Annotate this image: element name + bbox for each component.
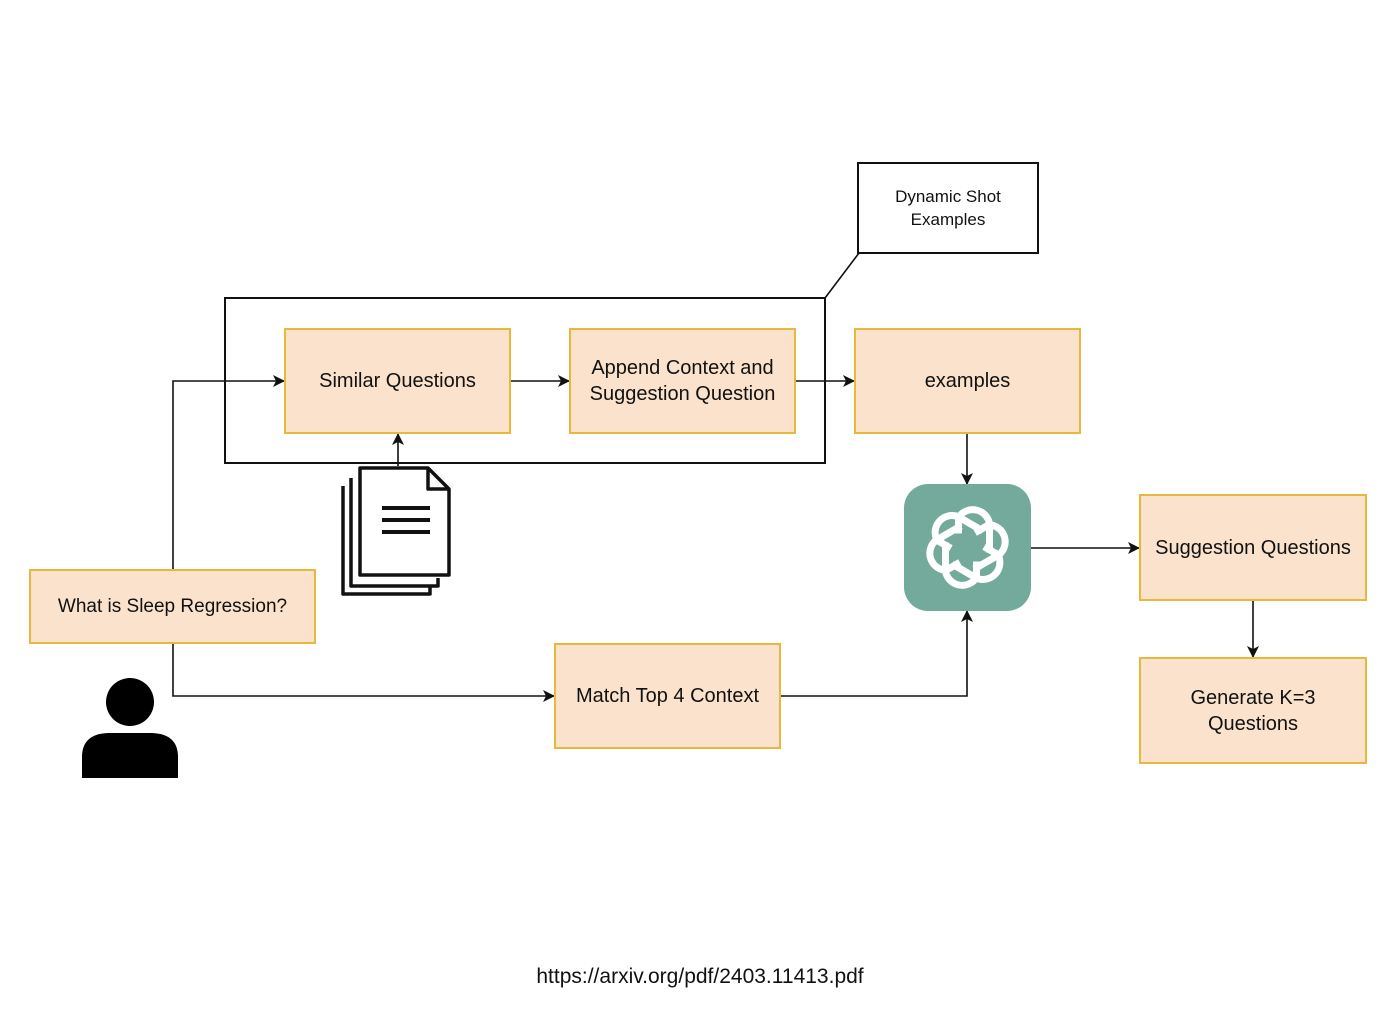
node-generate-questions-label: Generate K=3 Questions — [1190, 686, 1316, 735]
openai-logo-icon — [904, 484, 1031, 611]
source-url: https://arxiv.org/pdf/2403.11413.pdf — [536, 965, 864, 988]
edge-query-to-similar — [172, 375, 285, 569]
dynamic-shot-group-frame — [224, 297, 826, 464]
edge-query-to-match — [172, 643, 555, 702]
dynamic-shot-callout: Dynamic Shot Examples — [857, 162, 1039, 254]
node-match-context: Match Top 4 Context — [554, 643, 781, 749]
edge-match-to-llm — [781, 610, 973, 697]
node-generate-questions: Generate K=3 Questions — [1139, 657, 1367, 764]
node-similar-questions: Similar Questions — [284, 328, 511, 434]
person-icon — [82, 678, 178, 778]
node-user-query-label: What is Sleep Regression? — [57, 595, 288, 617]
node-user-query: What is Sleep Regression? — [29, 569, 316, 644]
node-suggestion-questions: Suggestion Questions — [1139, 494, 1367, 601]
node-append-context-label: Append Context and Suggestion Question — [589, 357, 776, 405]
node-examples: examples — [854, 328, 1081, 434]
dynamic-shot-label: Dynamic Shot Examples — [895, 187, 1001, 229]
node-suggestion-questions-label: Suggestion Questions — [1155, 536, 1351, 559]
node-match-context-label: Match Top 4 Context — [575, 685, 760, 707]
node-append-context: Append Context and Suggestion Question — [569, 328, 796, 434]
document-stack-icon — [341, 466, 451, 596]
node-similar-questions-label: Similar Questions — [319, 370, 476, 392]
node-examples-label: examples — [924, 370, 1011, 392]
callout-connector — [824, 252, 860, 299]
